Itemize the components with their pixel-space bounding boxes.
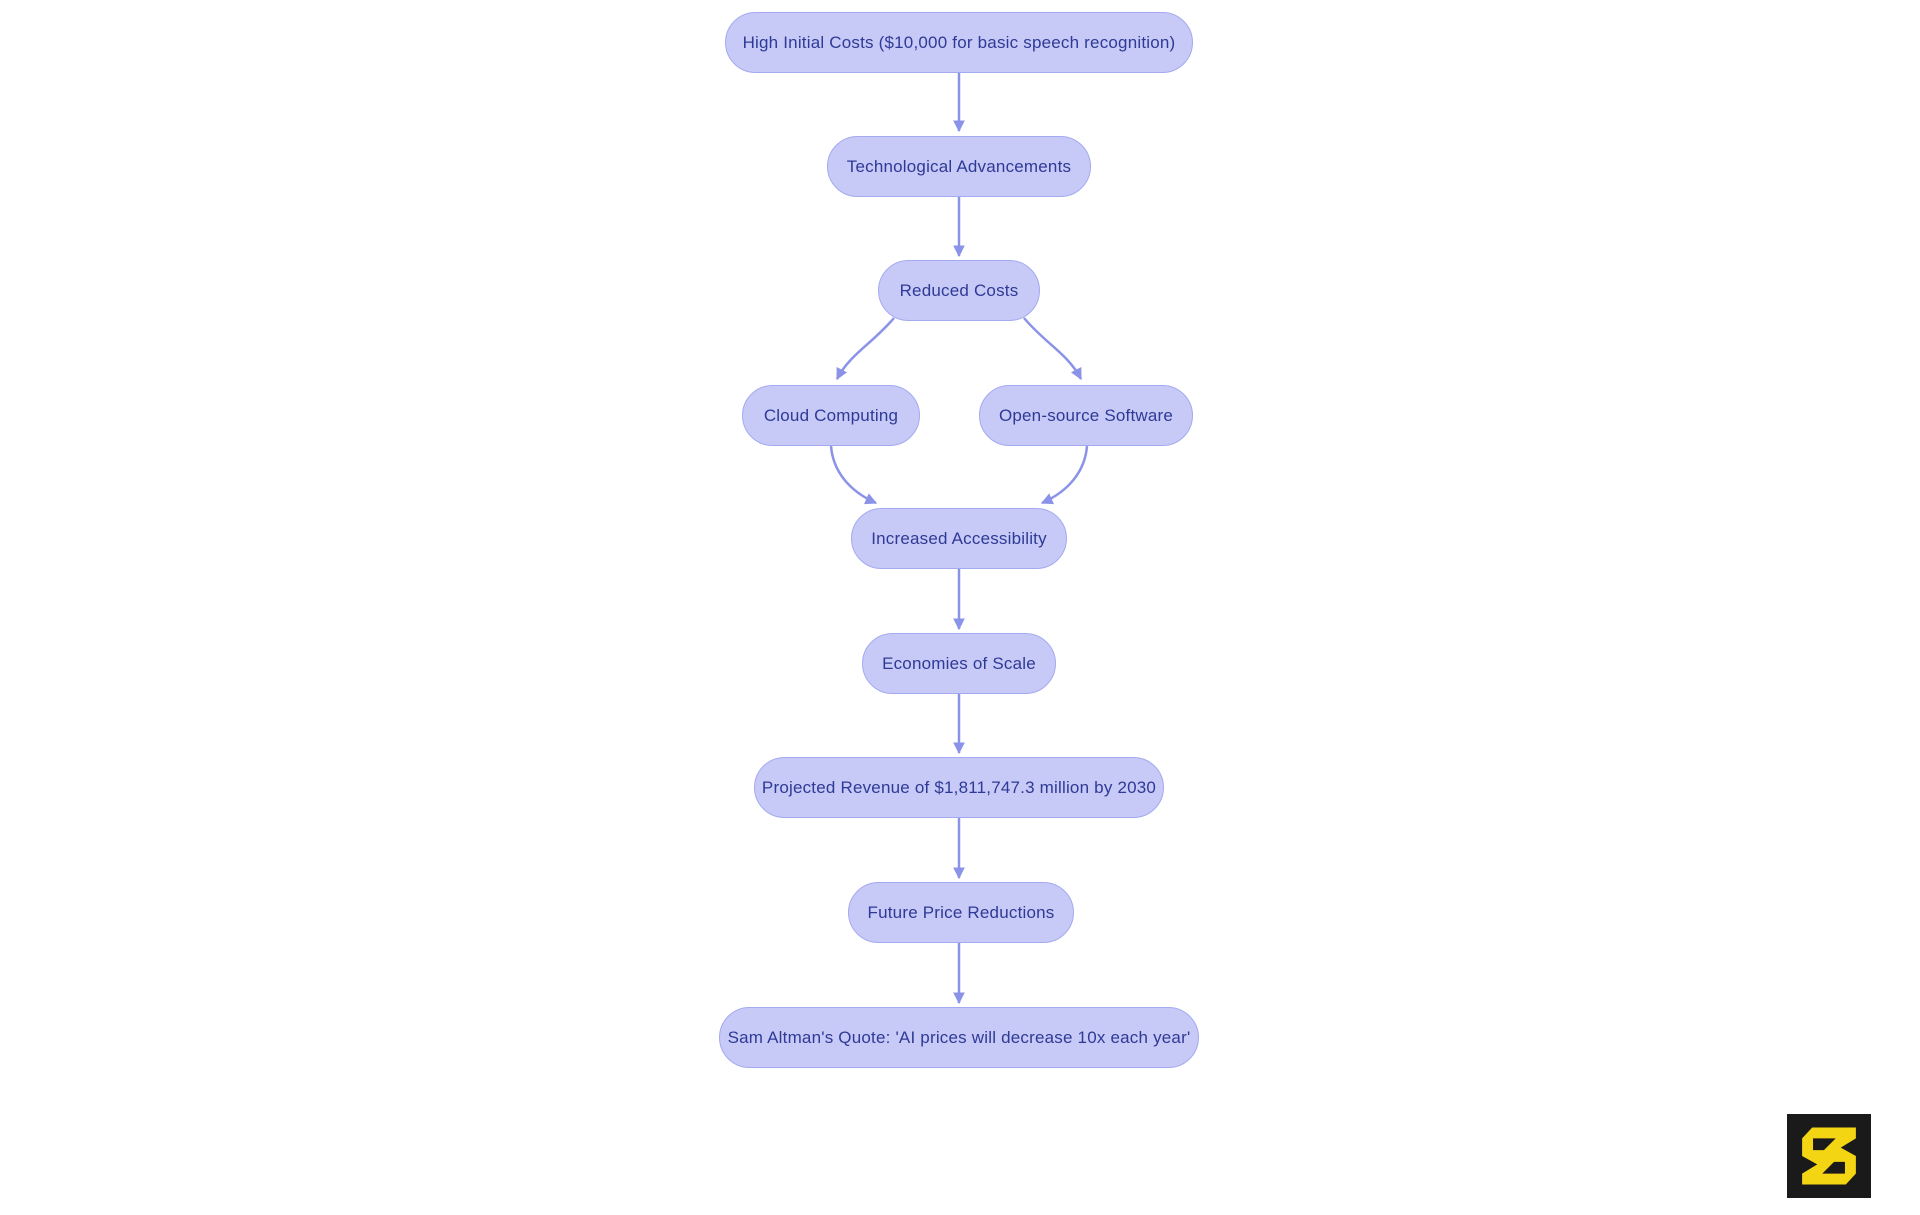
flow-node-projected-revenue: Projected Revenue of $1,811,747.3 millio…: [754, 757, 1164, 818]
flow-node-label: Economies of Scale: [882, 653, 1036, 673]
flow-node-label: Open-source Software: [998, 405, 1174, 425]
flow-node-reduced-costs: Reduced Costs: [878, 260, 1040, 321]
flow-node-label: Increased Accessibility: [871, 528, 1047, 548]
brand-logo: [1787, 1114, 1871, 1198]
flow-node-label: Future Price Reductions: [867, 902, 1055, 922]
flow-node-label: Projected Revenue of $1,811,747.3 millio…: [761, 777, 1157, 797]
flow-node-sam-altman-quote: Sam Altman's Quote: 'AI prices will decr…: [719, 1007, 1199, 1068]
edge-cloud-to-accessibility: [829, 445, 878, 505]
flow-node-label: Cloud Computing: [763, 405, 899, 425]
flow-node-cloud-computing: Cloud Computing: [742, 385, 920, 446]
flow-node-increased-accessibility: Increased Accessibility: [851, 508, 1067, 569]
flow-node-technological-advancements: Technological Advancements: [827, 136, 1091, 197]
flow-node-future-price-reductions: Future Price Reductions: [848, 882, 1074, 943]
flow-node-economies-of-scale: Economies of Scale: [862, 633, 1056, 694]
edge-opensource-to-accessibility: [1040, 445, 1089, 505]
edge-reduced-to-cloud: [835, 317, 895, 381]
flow-node-high-initial-costs: High Initial Costs ($10,000 for basic sp…: [725, 12, 1193, 73]
flow-node-label: Reduced Costs: [899, 280, 1019, 300]
flow-node-label: High Initial Costs ($10,000 for basic sp…: [742, 32, 1176, 52]
edge-reduced-to-opensource: [1023, 317, 1083, 381]
flow-node-open-source-software: Open-source Software: [979, 385, 1193, 446]
flow-node-label: Technological Advancements: [846, 156, 1072, 176]
flow-node-label: Sam Altman's Quote: 'AI prices will decr…: [727, 1027, 1191, 1047]
s-icon: [1787, 1114, 1871, 1198]
